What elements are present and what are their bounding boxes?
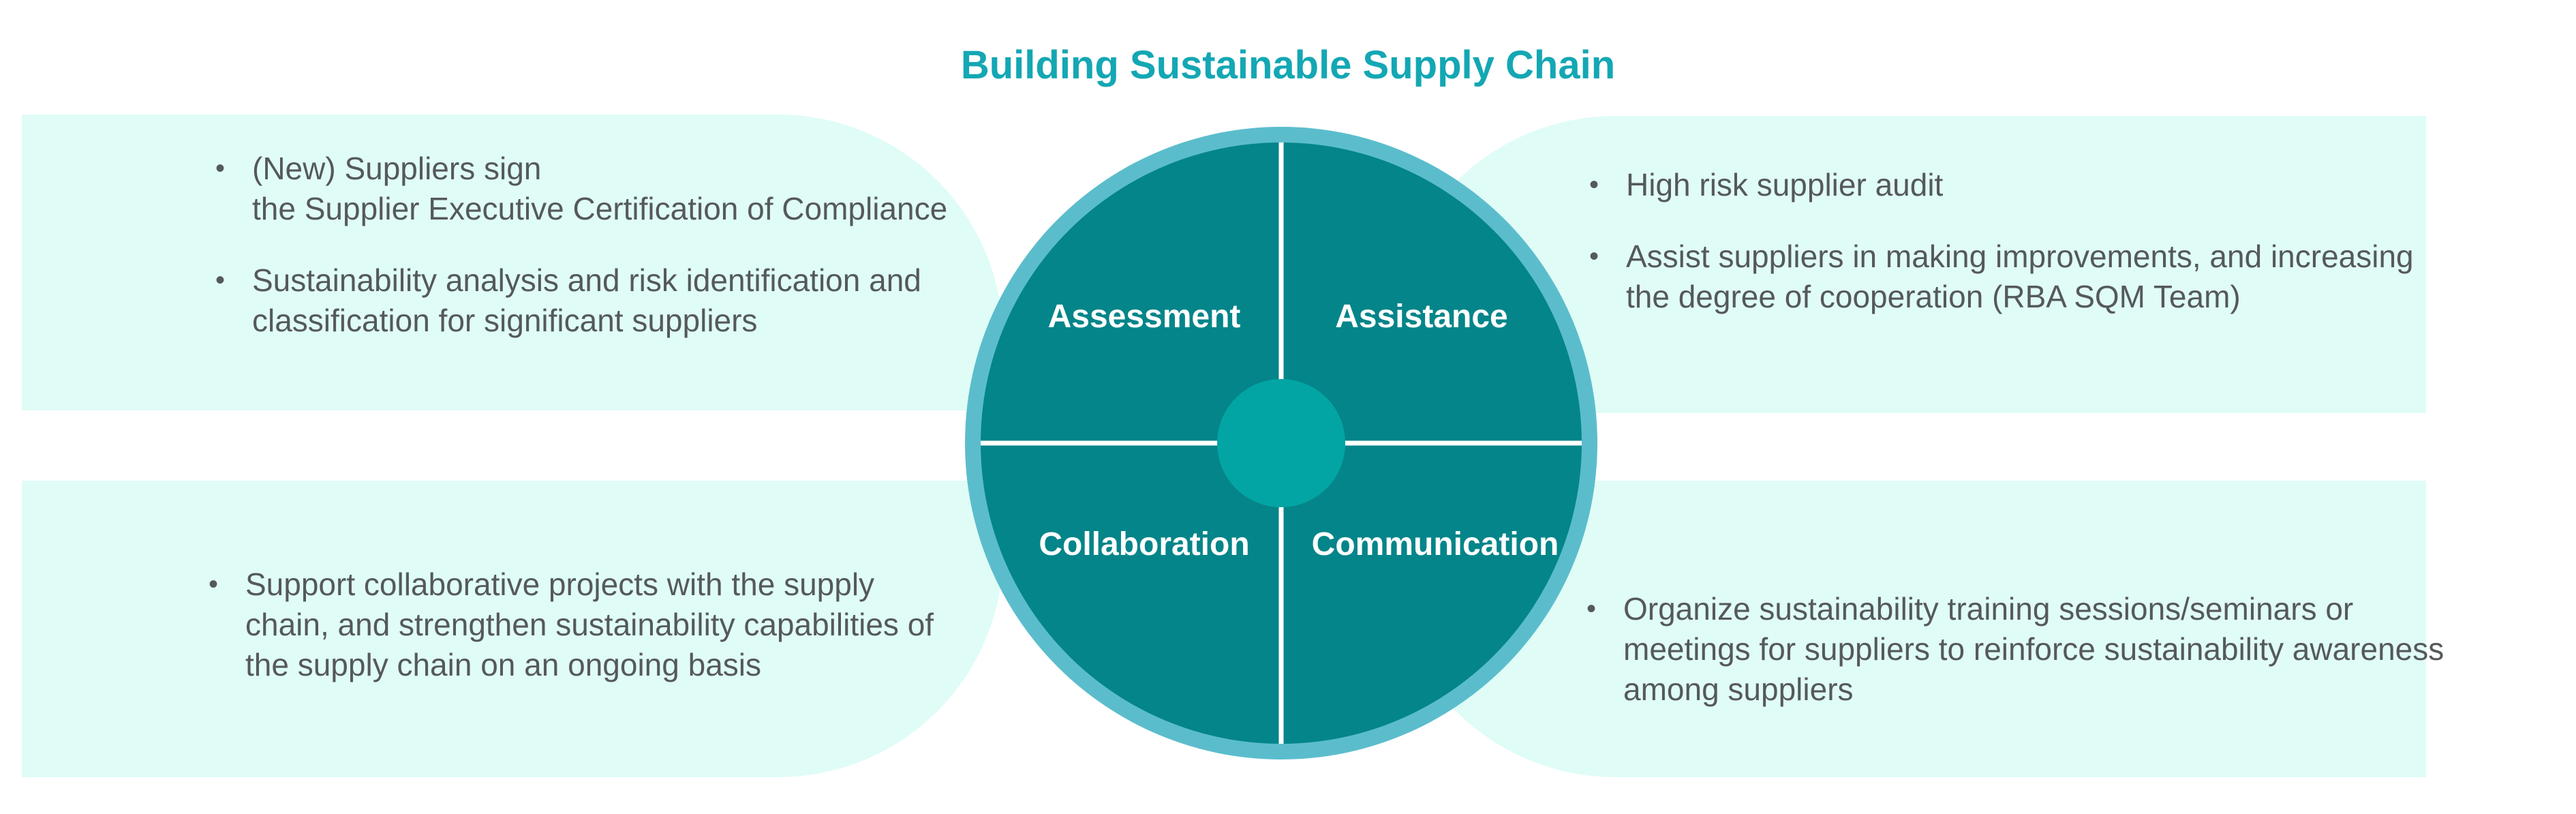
quadrant-label-assistance: Assistance: [1335, 299, 1507, 335]
diagram-title: Building Sustainable Supply Chain: [960, 43, 1616, 87]
communication-bullet-1: Organize sustainability training session…: [1586, 589, 2445, 710]
assessment-bullet-2: Sustainability analysis and risk identif…: [215, 260, 951, 341]
quadrant-label-communication: Communication: [1312, 526, 1559, 562]
assessment-bullet-list: (New) Suppliers sign the Supplier Execut…: [215, 149, 951, 372]
assistance-bullet-2: Assist suppliers in making improvements,…: [1589, 237, 2448, 317]
assistance-bullet-list: High risk supplier audit Assist supplier…: [1589, 165, 2448, 348]
collaboration-bullet-list: Support collaborative projects with the …: [209, 564, 945, 717]
wheel-center-hub: [1217, 379, 1345, 507]
quadrant-label-collaboration: Collaboration: [1039, 526, 1249, 562]
assistance-bullet-1: High risk supplier audit: [1589, 165, 2448, 205]
quadrant-label-assessment: Assessment: [1048, 299, 1241, 335]
assessment-bullet-1: (New) Suppliers sign the Supplier Execut…: [215, 149, 951, 229]
supply-chain-wheel: Assessment Assistance Collaboration Comm…: [965, 127, 1597, 759]
communication-bullet-list: Organize sustainability training session…: [1586, 589, 2445, 741]
collaboration-bullet-1: Support collaborative projects with the …: [209, 564, 945, 685]
